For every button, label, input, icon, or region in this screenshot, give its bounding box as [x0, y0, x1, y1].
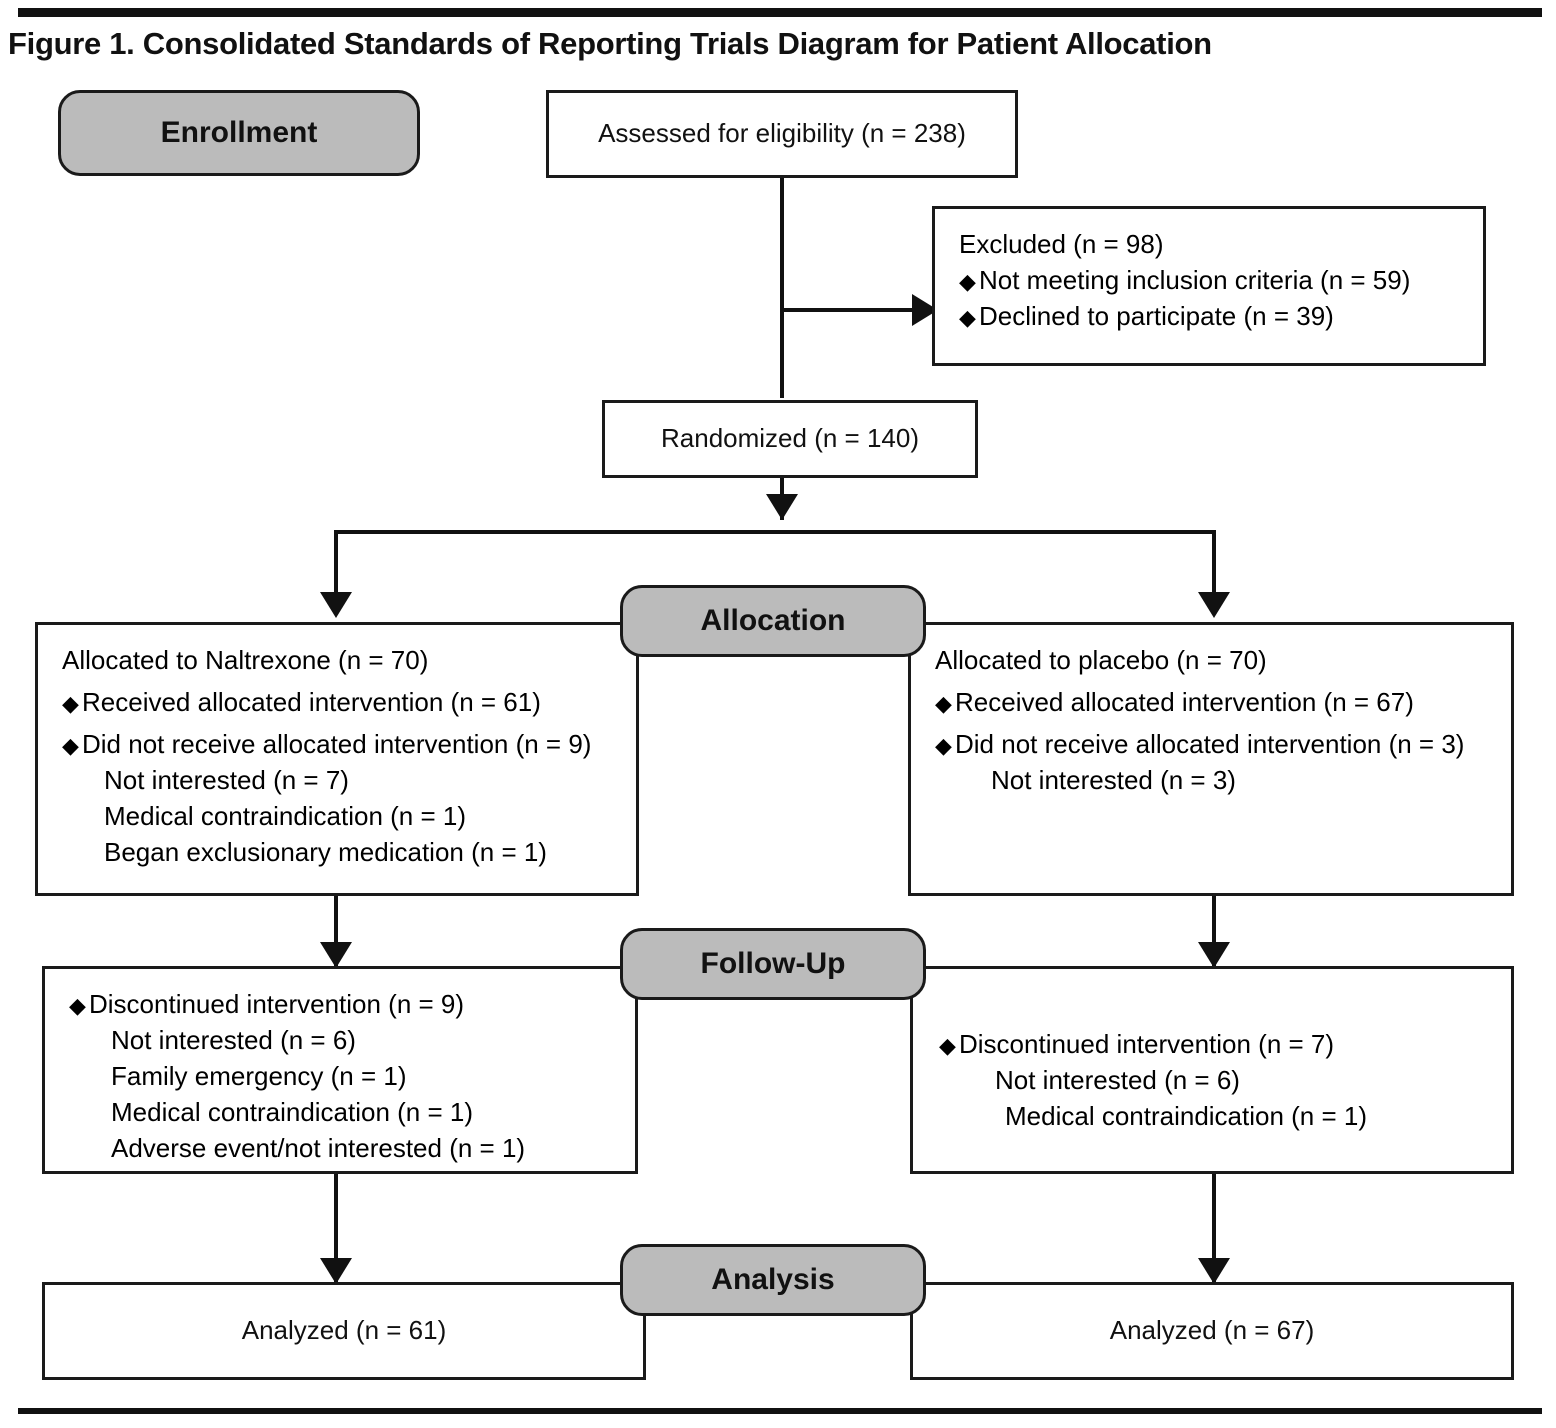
- node-allocation-right-bullet-2: ◆Did not receive allocated intervention …: [935, 731, 1491, 757]
- figure-title: Figure 1. Consolidated Standards of Repo…: [8, 26, 1212, 61]
- diamond-bullet-icon: ◆: [62, 691, 79, 716]
- node-excluded: Excluded (n = 98) ◆Not meeting inclusion…: [932, 206, 1486, 366]
- node-allocation-left: Allocated to Naltrexone (n = 70) ◆Receiv…: [35, 622, 639, 896]
- connector-alloc-left-down: [334, 896, 338, 966]
- connector-alloc-left-arrowhead: [320, 942, 352, 968]
- node-allocation-right-bullet-1: ◆Received allocated intervention (n = 67…: [935, 689, 1491, 715]
- node-followup-left: ◆Discontinued intervention (n = 9) Not i…: [42, 966, 638, 1174]
- node-allocation-left-heading: Allocated to Naltrexone (n = 70): [62, 645, 429, 675]
- connector-followup-right-down: [1212, 1174, 1216, 1284]
- diamond-bullet-icon: ◆: [69, 993, 86, 1018]
- node-analysis-right: Analyzed (n = 67): [910, 1282, 1514, 1380]
- stage-pill-allocation: Allocation: [620, 585, 926, 657]
- stage-pill-analysis: Analysis: [620, 1244, 926, 1316]
- diamond-bullet-icon: ◆: [62, 733, 79, 758]
- node-allocation-right-sub-0: Not interested (n = 3): [991, 765, 1236, 795]
- node-allocation-left-sub-0: Not interested (n = 7): [104, 765, 349, 795]
- node-allocation-left-bullet-2: ◆Did not receive allocated intervention …: [62, 731, 616, 757]
- diamond-bullet-icon: ◆: [935, 733, 952, 758]
- stage-pill-allocation-label: Allocation: [700, 604, 846, 637]
- node-followup-left-sub-2: Medical contraindication (n = 1): [111, 1097, 474, 1127]
- node-analysis-right-label: Analyzed (n = 67): [1109, 1315, 1315, 1346]
- node-allocation-left-bullet-1: ◆Received allocated intervention (n = 61…: [62, 689, 616, 715]
- connector-assessed-vertical: [780, 178, 784, 398]
- node-analysis-left-label: Analyzed (n = 61): [241, 1315, 447, 1346]
- node-followup-right-bullet-1: ◆Discontinued intervention (n = 7): [939, 1031, 1491, 1057]
- node-allocation-right-bullet-1-label: Received allocated intervention (n = 67): [955, 687, 1414, 717]
- top-rule: [18, 8, 1542, 17]
- node-excluded-item-1-label: Declined to participate (n = 39): [979, 301, 1334, 331]
- node-excluded-item-1: ◆Declined to participate (n = 39): [959, 303, 1463, 329]
- connector-followup-left-down: [334, 1174, 338, 1284]
- node-followup-left-bullet-1: ◆Discontinued intervention (n = 9): [69, 991, 615, 1017]
- node-excluded-item-0: ◆Not meeting inclusion criteria (n = 59): [959, 267, 1463, 293]
- diamond-bullet-icon: ◆: [959, 305, 976, 330]
- node-allocation-left-sub-2: Began exclusionary medication (n = 1): [104, 837, 547, 867]
- connector-split-right-drop: [1212, 530, 1216, 614]
- node-followup-right-bullet-1-label: Discontinued intervention (n = 7): [959, 1029, 1335, 1059]
- node-allocation-right-heading: Allocated to placebo (n = 70): [935, 645, 1267, 675]
- node-allocation-right-bullet-2-label: Did not receive allocated intervention (…: [955, 729, 1465, 759]
- diamond-bullet-icon: ◆: [939, 1033, 956, 1058]
- node-followup-left-sub-1: Family emergency (n = 1): [111, 1061, 407, 1091]
- node-randomized: Randomized (n = 140): [602, 400, 978, 478]
- diamond-bullet-icon: ◆: [935, 691, 952, 716]
- connector-split-left-drop: [334, 530, 338, 614]
- node-analysis-left: Analyzed (n = 61): [42, 1282, 646, 1380]
- node-excluded-heading: Excluded (n = 98): [959, 229, 1164, 259]
- stage-pill-followup: Follow-Up: [620, 928, 926, 1000]
- connector-alloc-right-arrowhead: [1198, 942, 1230, 968]
- stage-pill-enrollment: Enrollment: [58, 90, 420, 176]
- node-followup-left-sub-0: Not interested (n = 6): [111, 1025, 356, 1055]
- node-followup-left-bullet-1-label: Discontinued intervention (n = 9): [89, 989, 465, 1019]
- connector-followup-right-arrowhead: [1198, 1258, 1230, 1284]
- node-followup-right-sub-0: Not interested (n = 6): [995, 1065, 1240, 1095]
- node-assessed-for-eligibility: Assessed for eligibility (n = 238): [546, 90, 1018, 178]
- stage-pill-enrollment-label: Enrollment: [160, 116, 318, 149]
- connector-alloc-right-down: [1212, 896, 1216, 966]
- node-allocation-right: Allocated to placebo (n = 70) ◆Received …: [908, 622, 1514, 896]
- node-excluded-item-0-label: Not meeting inclusion criteria (n = 59): [979, 265, 1411, 295]
- node-followup-right: ◆Discontinued intervention (n = 7) Not i…: [910, 966, 1514, 1174]
- bottom-rule: [18, 1408, 1542, 1414]
- connector-followup-left-arrowhead: [320, 1258, 352, 1284]
- connector-randomized-arrowhead: [766, 494, 798, 520]
- node-assessed-label: Assessed for eligibility (n = 238): [598, 118, 966, 149]
- stage-pill-analysis-label: Analysis: [711, 1263, 835, 1296]
- node-randomized-label: Randomized (n = 140): [661, 423, 919, 454]
- node-allocation-left-bullet-2-label: Did not receive allocated intervention (…: [82, 729, 592, 759]
- node-allocation-left-bullet-1-label: Received allocated intervention (n = 61): [82, 687, 541, 717]
- node-allocation-left-sub-1: Medical contraindication (n = 1): [104, 801, 467, 831]
- node-followup-left-sub-3: Adverse event/not interested (n = 1): [111, 1133, 526, 1163]
- connector-split-horizontal: [334, 530, 1216, 534]
- diamond-bullet-icon: ◆: [959, 269, 976, 294]
- stage-pill-followup-label: Follow-Up: [700, 947, 846, 980]
- node-followup-right-sub-1: Medical contraindication (n = 1): [1005, 1101, 1368, 1131]
- connector-excluded-horizontal: [782, 308, 922, 312]
- connector-split-right-arrowhead: [1198, 592, 1230, 618]
- connector-split-left-arrowhead: [320, 592, 352, 618]
